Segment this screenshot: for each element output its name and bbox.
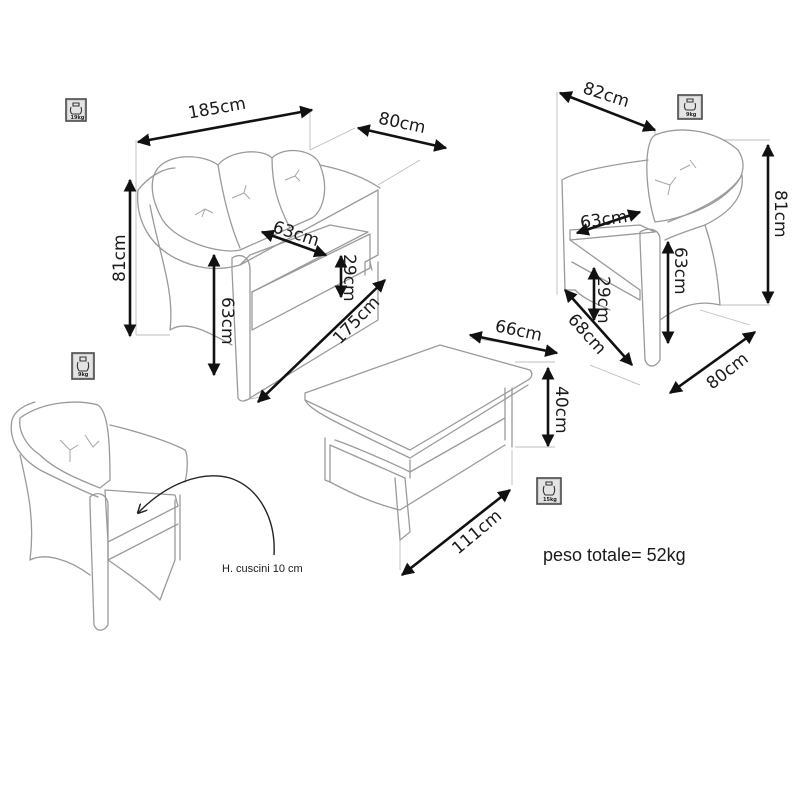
table-weight-badge: 15kg [536, 477, 562, 505]
table-height-label: 40cm [551, 386, 571, 434]
weight-icon [69, 102, 83, 115]
table-weight-text: 15kg [543, 497, 557, 503]
table-drawing [304, 337, 555, 570]
sofa-seat-height-label: 29cm [339, 254, 359, 302]
sofa-arm-height-label: 63cm [217, 297, 237, 345]
armchair-right-height-label: 81cm [770, 190, 790, 238]
armchair-left-drawing [10, 401, 188, 631]
armchair-right-seat-width-label: 63cm [579, 207, 629, 233]
cushion-height-note: H. cuscini 10 cm [222, 563, 303, 575]
sofa-height-label: 81cm [110, 234, 130, 282]
weight-icon [76, 356, 90, 372]
armchair-right-width-label: 82cm [580, 78, 631, 112]
armchair-right-base-width-label: 80cm [703, 349, 753, 394]
sofa-weight-badge: 19kg [65, 98, 87, 122]
armchair-right-weight-text: 9kg [686, 112, 697, 118]
armchair-left-weight-badge: 9kg [71, 352, 95, 380]
sofa-weight-text: 19kg [71, 115, 85, 121]
armchair-right-weight-badge: 9kg [677, 94, 703, 120]
weight-icon [542, 481, 556, 496]
armchair-right-arm-height-label: 63cm [670, 247, 690, 295]
sofa-width-label: 185cm [187, 94, 248, 124]
weight-icon [683, 98, 697, 111]
cushion-callout-arrow [138, 475, 275, 556]
armchair-right-seat-height-label: 29cm [593, 276, 613, 324]
total-weight-label: peso totale= 52kg [543, 545, 686, 565]
armchair-left-weight-text: 9kg [78, 372, 89, 378]
sofa-drawing [135, 110, 421, 402]
